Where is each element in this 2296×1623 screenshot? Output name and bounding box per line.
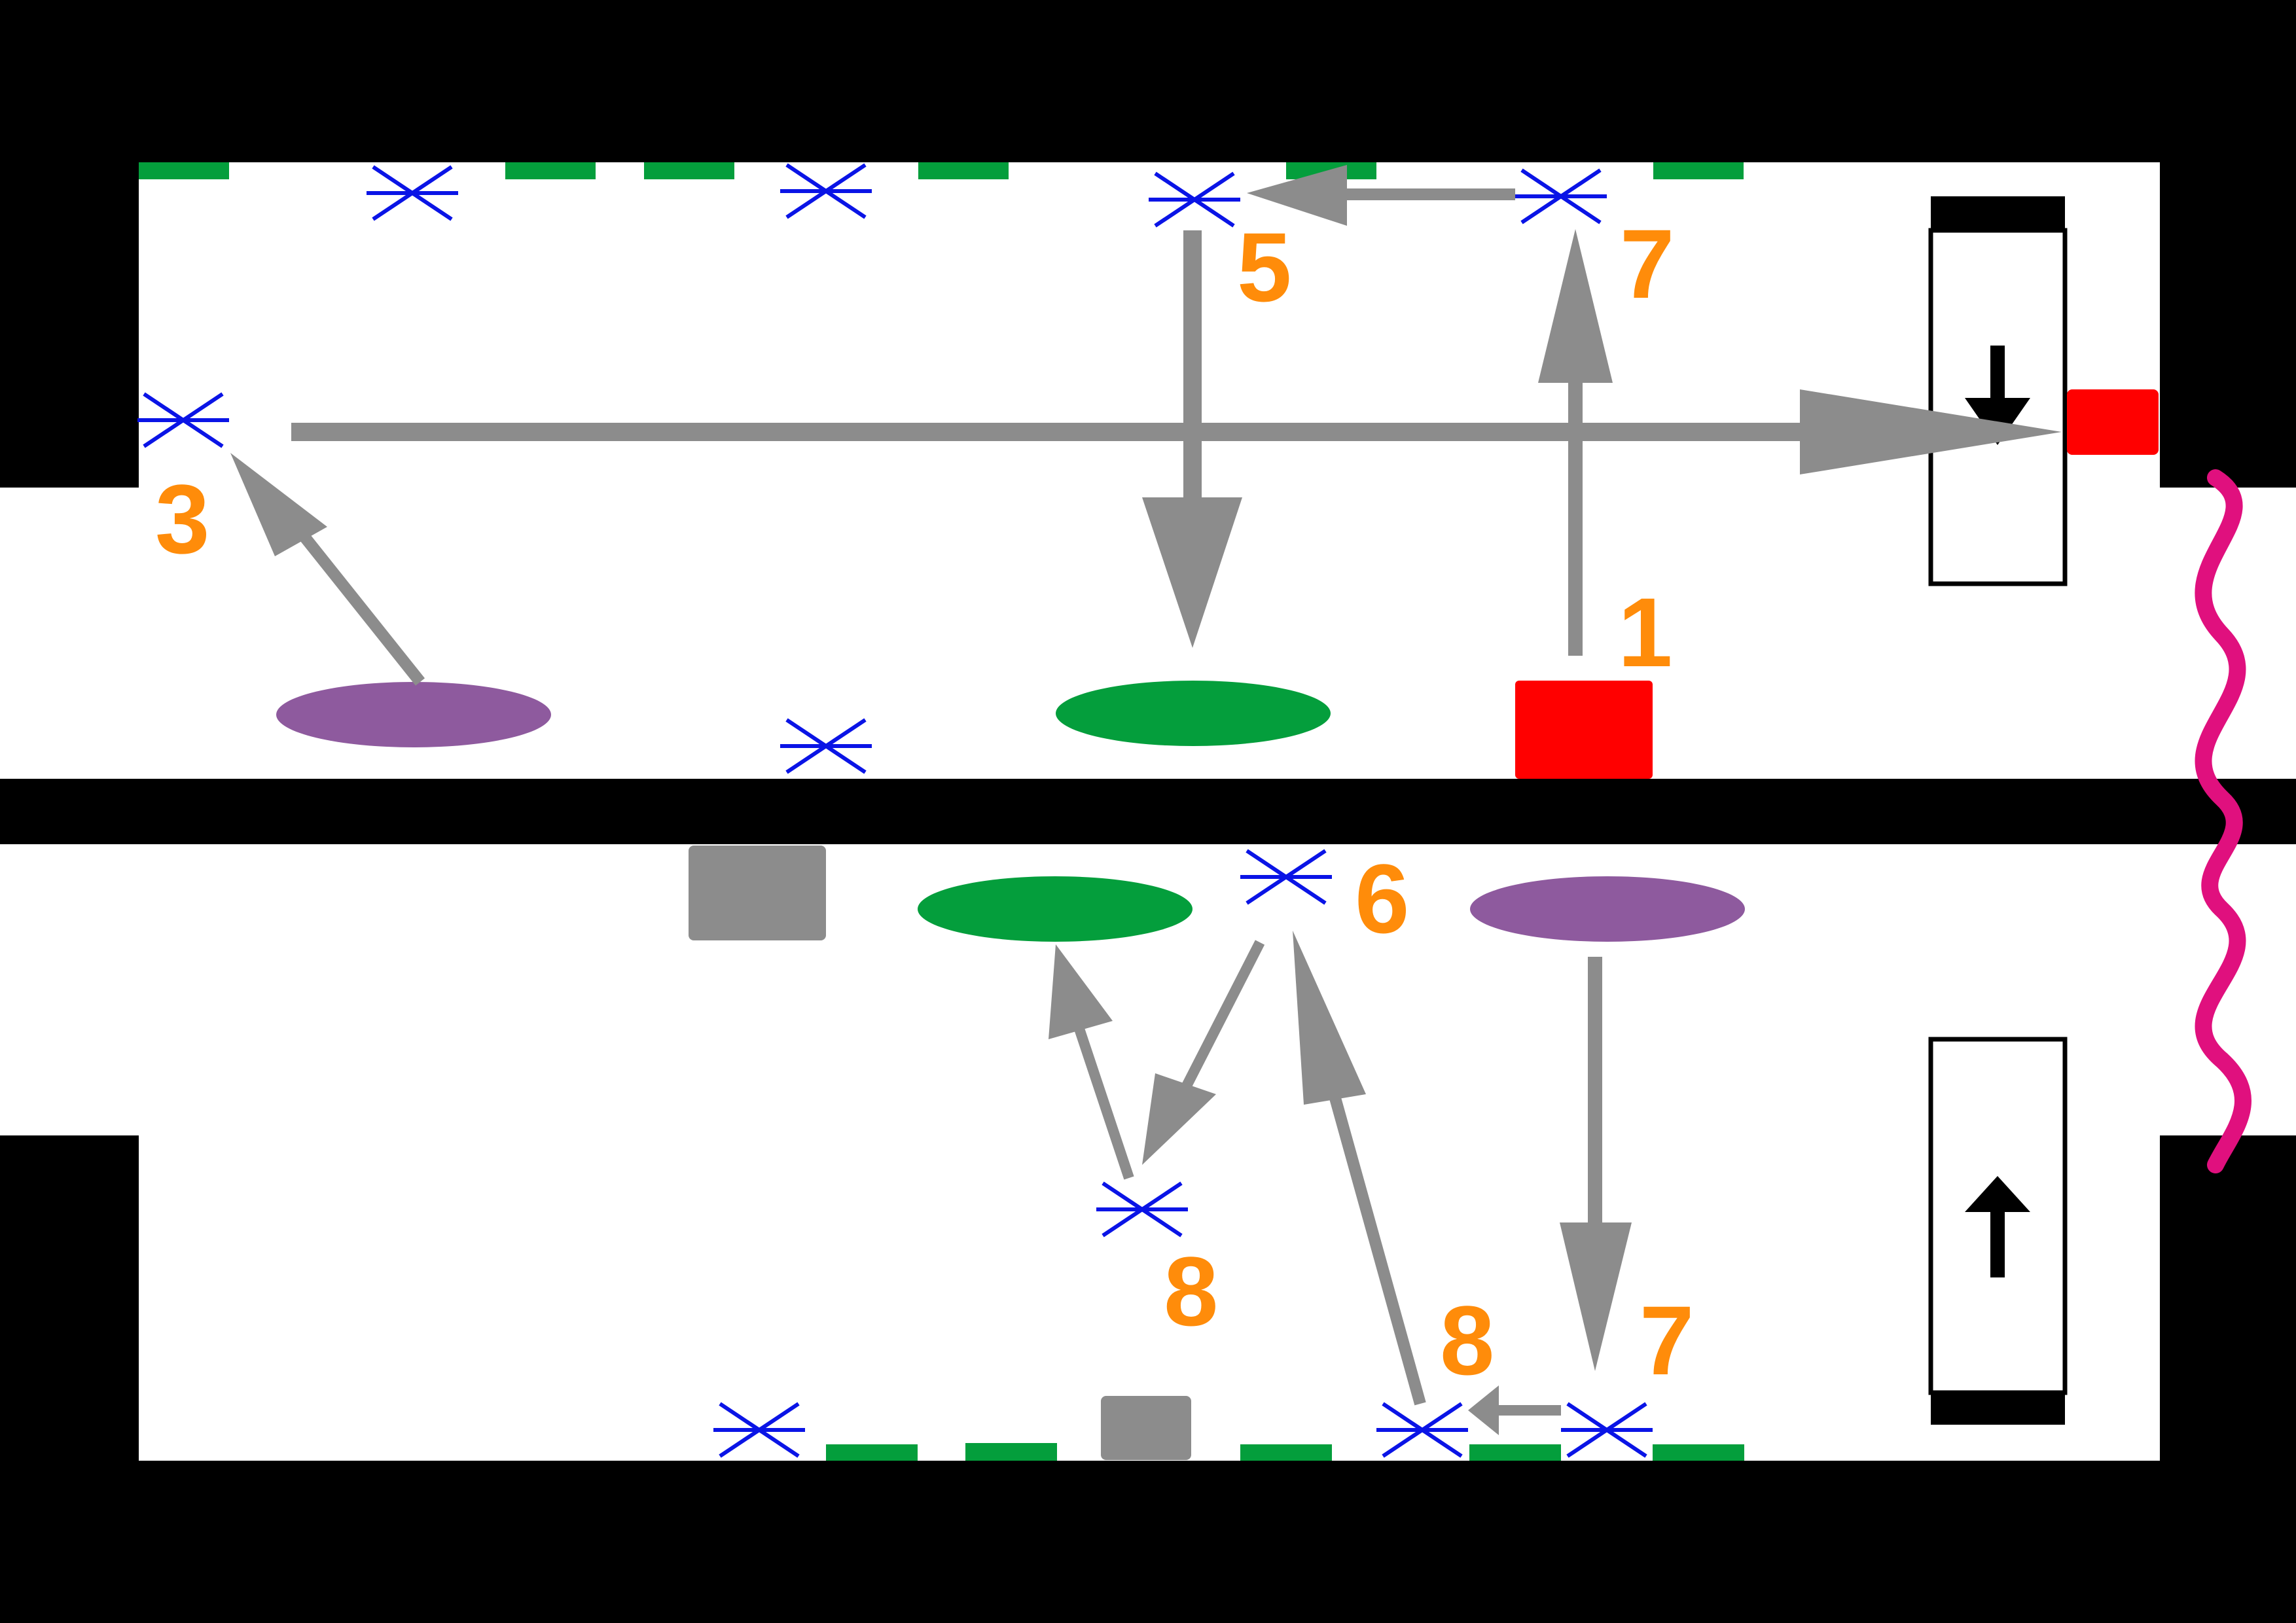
label-7-top: 7 <box>1620 209 1674 319</box>
arrows <box>230 165 2062 1435</box>
grey-box-upper <box>689 846 826 940</box>
arrow-6-to-8 <box>1179 940 1265 1092</box>
middle-wall <box>0 779 2296 844</box>
star-icon <box>1561 1404 1653 1456</box>
label-8-mid: 8 <box>1164 1236 1218 1346</box>
star-icon <box>367 167 458 219</box>
label-8-bottom: 8 <box>1440 1285 1494 1395</box>
star-icon <box>780 165 872 217</box>
star-icon <box>1096 1183 1188 1236</box>
star-icon <box>1149 173 1240 226</box>
star-icon <box>713 1404 805 1456</box>
label-1: 1 <box>1618 577 1672 687</box>
labels: 1 3 5 7 6 8 8 7 <box>155 209 1694 1395</box>
arrow-up-icon <box>1965 1176 2030 1277</box>
star-icon <box>1240 851 1332 903</box>
star-icon <box>137 394 229 446</box>
label-5: 5 <box>1237 212 1291 322</box>
star-icon <box>780 720 872 772</box>
label-6: 6 <box>1355 844 1409 954</box>
green-ellipse-bottom <box>918 876 1193 942</box>
arrow-8-to-green <box>1071 1019 1134 1180</box>
arrow-8-to-6 <box>1326 1084 1426 1406</box>
arrow-down-icon <box>1965 346 2030 445</box>
green-strips-bottom <box>826 1443 1744 1461</box>
right-wall-top <box>2160 0 2296 488</box>
red-small-box <box>2067 389 2159 455</box>
label-7-bottom: 7 <box>1640 1285 1694 1395</box>
green-ellipse-top <box>1056 681 1331 746</box>
green-strips-top <box>139 162 1744 179</box>
star-icon <box>1515 170 1607 223</box>
left-wall-top <box>0 0 139 488</box>
purple-ellipse-bottom <box>1470 876 1745 942</box>
star-icon <box>1376 1404 1468 1456</box>
wavy-line-icon <box>2195 469 2251 1173</box>
grey-box-lower <box>1101 1396 1191 1460</box>
shutter-bottom <box>1928 1037 2068 1425</box>
top-wall <box>0 0 2296 162</box>
arrow-purple-to-3 <box>299 533 425 686</box>
red-source-box <box>1515 681 1653 779</box>
purple-ellipse-top <box>276 682 551 747</box>
arrow-main-head <box>1800 389 2062 474</box>
label-3: 3 <box>155 464 209 574</box>
shutter-top <box>1928 196 2068 586</box>
bottom-wall <box>0 1461 2296 1623</box>
